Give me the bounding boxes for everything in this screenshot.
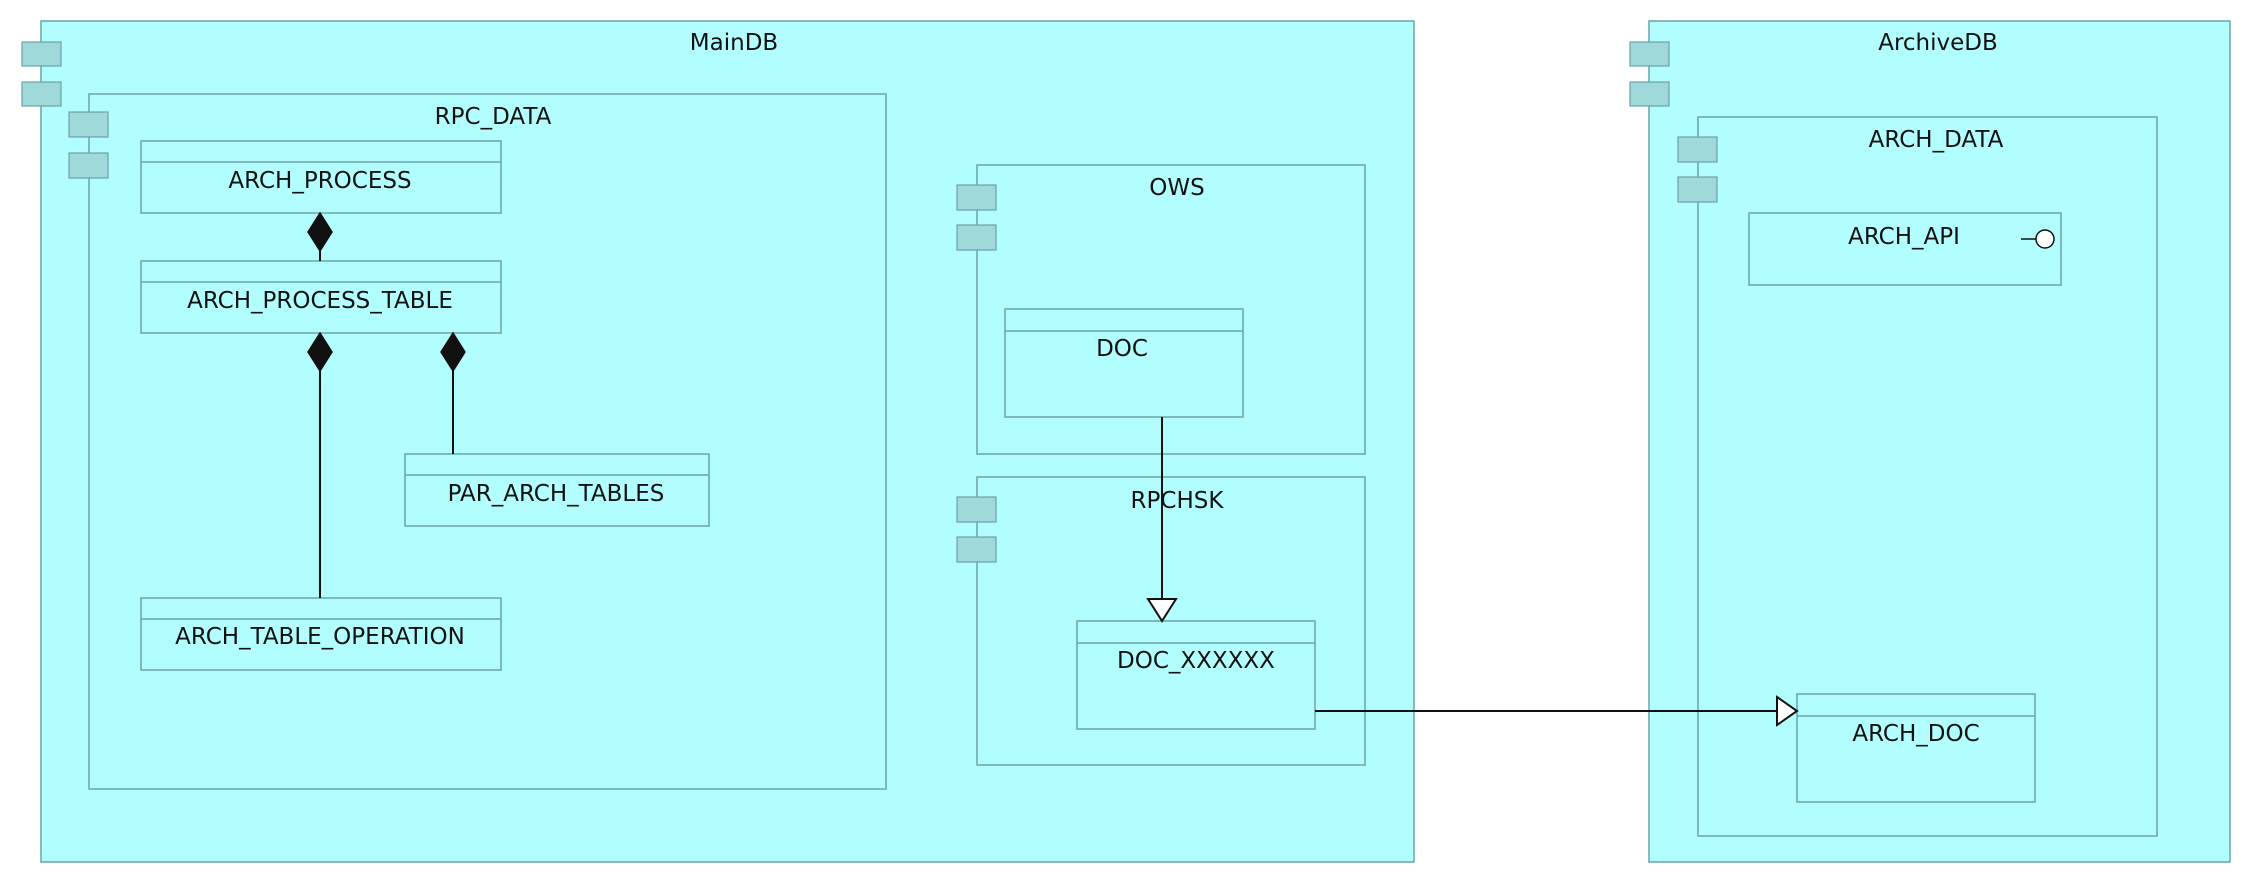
interface-arch-api[interactable]: ARCH_API <box>1748 212 2062 286</box>
port-icon <box>68 111 109 138</box>
component-rpc-data[interactable]: RPC_DATA <box>68 93 887 790</box>
class-arch-process[interactable]: ARCH_PROCESS <box>140 140 502 214</box>
class-doc-xxxxxx[interactable]: DOC_XXXXXX <box>1076 620 1316 730</box>
class-arch-table-operation-label: ARCH_TABLE_OPERATION <box>175 624 465 650</box>
port-icon <box>21 81 62 107</box>
node-archivedb-label: ArchiveDB <box>1878 30 1998 56</box>
composition-diamond-icon <box>307 331 333 373</box>
port-icon <box>68 152 109 179</box>
component-arch-data[interactable]: ARCH_DATA <box>1677 116 2158 837</box>
composition-process-to-table[interactable] <box>307 211 333 261</box>
node-archivedb[interactable]: ArchiveDB <box>1629 20 2231 863</box>
generalization-doc-xxxxxx-to-arch-doc[interactable] <box>1315 695 1799 727</box>
port-icon <box>1677 136 1718 163</box>
port-icon <box>956 496 997 523</box>
class-arch-process-table-label: ARCH_PROCESS_TABLE <box>187 288 453 314</box>
component-rpchsk[interactable]: RPCHSK <box>956 476 1366 766</box>
port-icon <box>1629 41 1670 67</box>
node-maindb-label: MainDB <box>690 30 778 56</box>
class-par-arch-tables-label: PAR_ARCH_TABLES <box>448 481 665 507</box>
generalization-arrow-icon <box>1146 598 1178 623</box>
component-ows[interactable]: OWS <box>956 164 1366 455</box>
port-icon <box>956 224 997 251</box>
port-icon <box>1677 176 1718 203</box>
lollipop-interface-icon <box>2021 229 2055 249</box>
generalization-doc-to-doc-xxxxxx[interactable] <box>1146 417 1178 623</box>
class-arch-doc[interactable]: ARCH_DOC <box>1796 693 2036 803</box>
node-maindb[interactable]: MainDB <box>21 20 1415 863</box>
class-doc-label: DOC <box>1096 336 1148 362</box>
composition-diamond-icon <box>440 331 466 373</box>
class-par-arch-tables[interactable]: PAR_ARCH_TABLES <box>404 453 710 527</box>
interface-arch-api-label: ARCH_API <box>1848 224 1960 250</box>
class-arch-table-operation[interactable]: ARCH_TABLE_OPERATION <box>140 597 502 671</box>
generalization-arrow-icon <box>1776 695 1799 727</box>
component-rpc-data-label: RPC_DATA <box>435 104 552 130</box>
component-ows-label: OWS <box>1149 175 1204 201</box>
component-rpchsk-label: RPCHSK <box>1131 488 1225 514</box>
composition-diamond-icon <box>307 211 333 253</box>
composition-table-to-par-tables[interactable] <box>440 331 466 454</box>
class-doc[interactable]: DOC <box>1004 308 1244 418</box>
component-arch-data-label: ARCH_DATA <box>1869 127 2004 153</box>
class-arch-process-label: ARCH_PROCESS <box>228 168 411 194</box>
port-icon <box>956 184 997 211</box>
port-icon <box>21 41 62 67</box>
port-icon <box>956 536 997 563</box>
class-arch-doc-label: ARCH_DOC <box>1852 721 1979 747</box>
port-icon <box>1629 81 1670 107</box>
composition-table-to-operation[interactable] <box>307 331 333 598</box>
class-arch-process-table[interactable]: ARCH_PROCESS_TABLE <box>140 260 502 334</box>
class-doc-xxxxxx-label: DOC_XXXXXX <box>1117 648 1275 674</box>
